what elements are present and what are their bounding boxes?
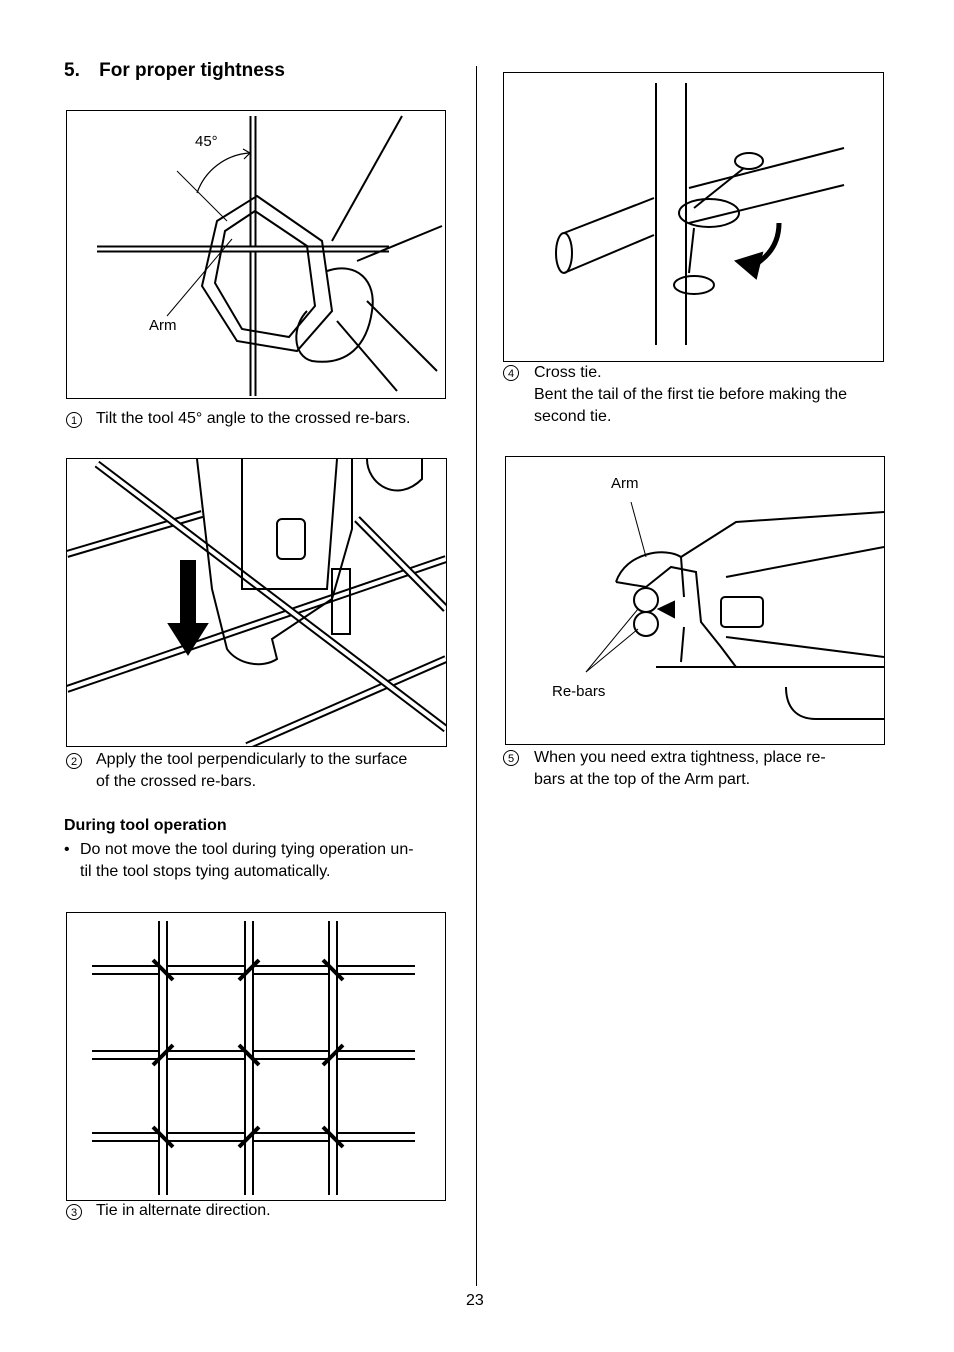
step1-caption: Tilt the tool 45° angle to the crossed r…	[96, 410, 411, 427]
figure-apply-tool	[66, 458, 447, 747]
step5-line1: When you need extra tightness, place re-	[534, 749, 826, 766]
operation-line1: Do not move the tool during tying operat…	[80, 841, 414, 858]
page-number: 23	[466, 1292, 484, 1309]
step4-line3: second tie.	[534, 408, 612, 425]
step-number-3: 3	[66, 1204, 82, 1220]
figure-tie-grid	[66, 912, 446, 1201]
step-number-2: 2	[66, 753, 82, 769]
section-heading: 5. For proper tightness	[64, 60, 285, 82]
step5-line2: bars at the top of the Arm part.	[534, 771, 751, 788]
step4-caption: Cross tie. Bent the tail of the first ti…	[534, 362, 847, 428]
step4-line2: Bent the tail of the first tie before ma…	[534, 386, 848, 403]
arm-label: Arm	[149, 317, 177, 334]
step5-caption: When you need extra tightness, place re-…	[534, 747, 826, 791]
step-number-4: 4	[503, 365, 519, 381]
step4-line1: Cross tie.	[534, 364, 602, 381]
figure-tie-grid-illustration	[92, 921, 415, 1195]
step2-line1: Apply the tool perpendicularly to the su…	[96, 751, 408, 768]
operation-heading: During tool operation	[64, 817, 227, 834]
section-title: For proper tightness	[99, 60, 285, 81]
angle-label: 45°	[195, 133, 218, 150]
operation-bullet: •	[64, 841, 70, 858]
figure-cross-tie-illustration	[555, 83, 845, 345]
step3-caption: Tie in alternate direction.	[96, 1202, 271, 1219]
section-number: 5.	[64, 60, 80, 81]
figure-cross-tie	[503, 72, 884, 362]
operation-text: Do not move the tool during tying operat…	[80, 839, 414, 883]
step2-line2: of the crossed re-bars.	[96, 773, 257, 790]
figure-tilt-tool-illustration	[97, 115, 443, 396]
step-number-5: 5	[503, 750, 519, 766]
figure-apply-tool-illustration	[67, 459, 446, 746]
column-divider	[476, 66, 477, 1286]
operation-line2: til the tool stops tying automatically.	[80, 863, 331, 880]
figure-arm-rebars-illustration	[585, 501, 884, 720]
figure-arm-rebars: Arm Re-bars	[505, 456, 885, 745]
fig5-arm-label: Arm	[611, 475, 639, 492]
step-number-1: 1	[66, 412, 82, 428]
step2-caption: Apply the tool perpendicularly to the su…	[96, 749, 407, 793]
figure-tilt-tool: 45° Arm	[66, 110, 446, 399]
fig5-rebars-label: Re-bars	[552, 683, 606, 700]
